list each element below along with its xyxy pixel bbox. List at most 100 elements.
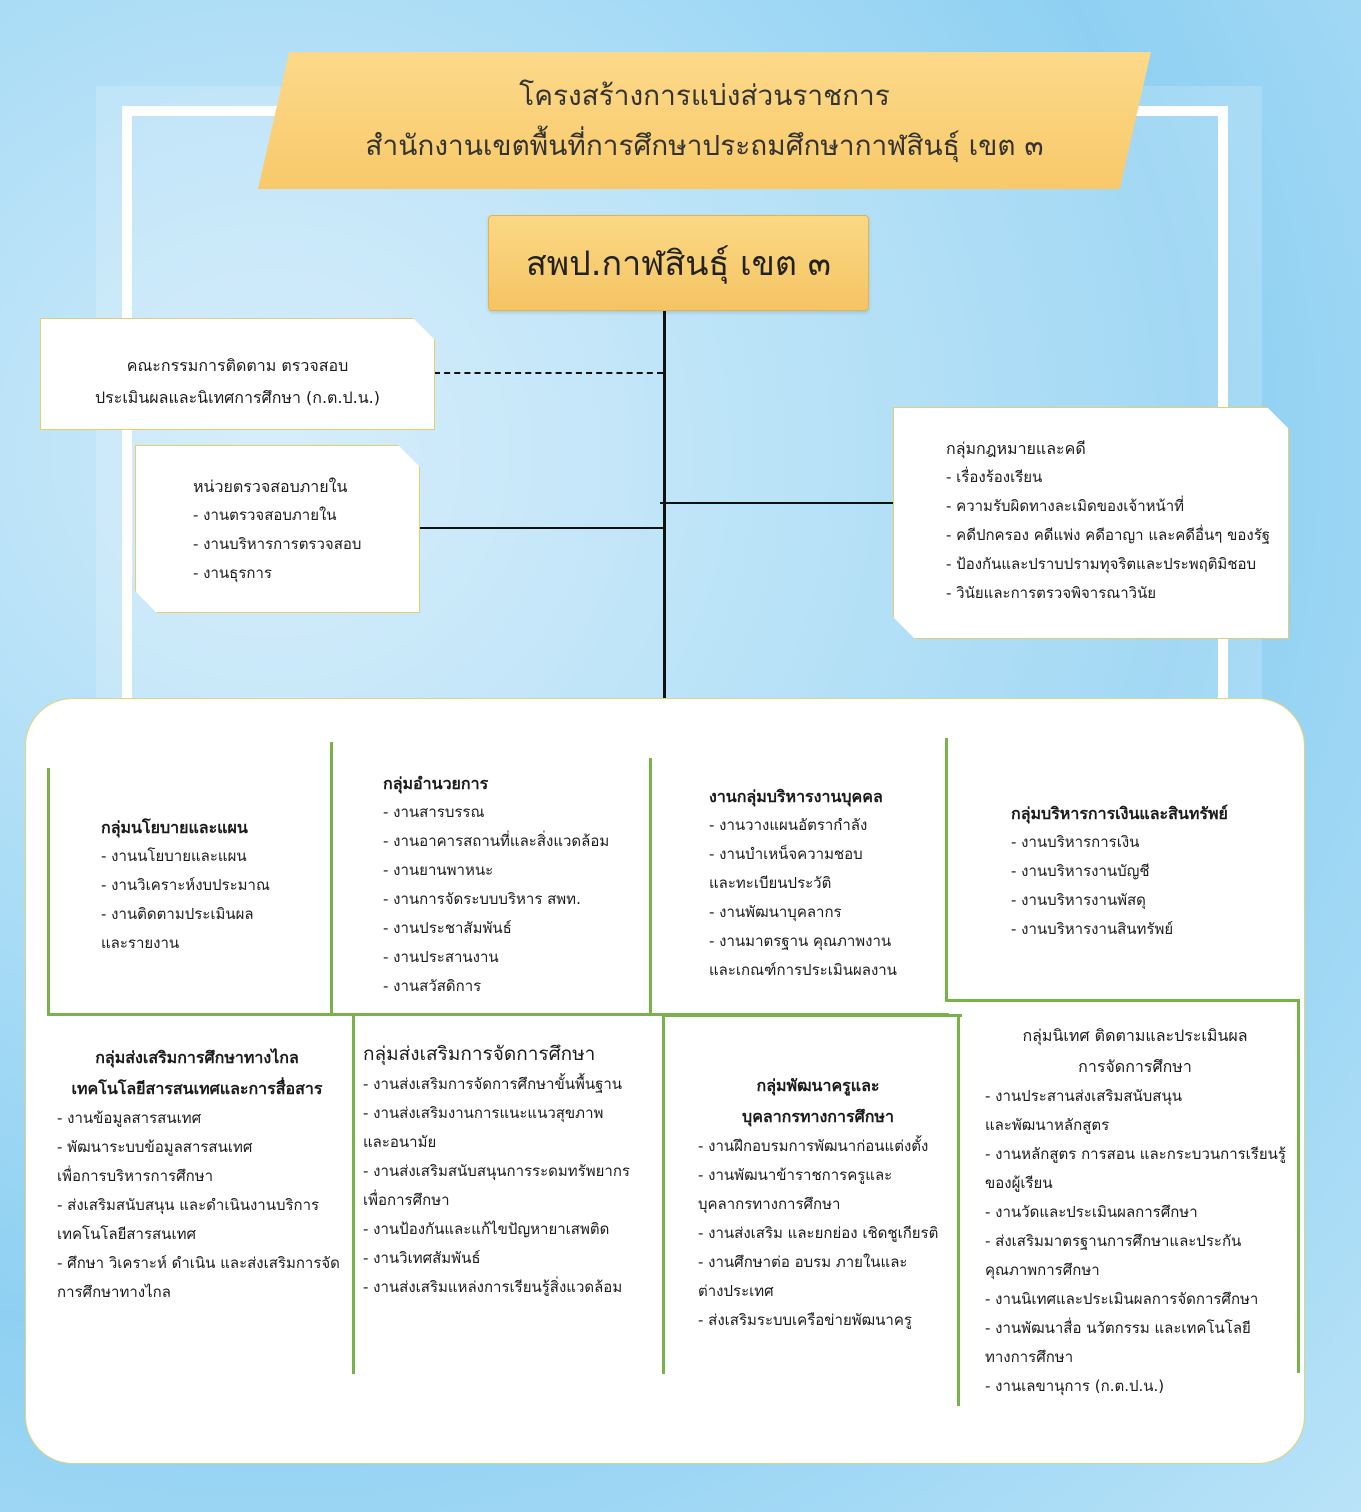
group-item: - งานวิเทศสัมพันธ์ bbox=[363, 1249, 481, 1267]
audit-connector bbox=[419, 527, 664, 529]
legal-affairs-box: กลุ่มกฎหมายและคดี - เรื่องร้องเรียน - คว… bbox=[893, 407, 1289, 639]
title-line-2: สำนักงานเขตพื้นที่การศึกษาประถมศึกษากาฬส… bbox=[365, 128, 1044, 162]
group-item: เพื่อการศึกษา bbox=[363, 1191, 450, 1209]
group-title: กลุ่มพัฒนาครูและ bbox=[756, 1076, 880, 1095]
group-item: ทางการศึกษา bbox=[985, 1348, 1074, 1366]
group-item: - งานวางแผนอัตรากำลัง bbox=[709, 816, 868, 834]
group-teacher-development: กลุ่มพัฒนาครูและ บุคลากรทางการศึกษา - งา… bbox=[698, 1070, 938, 1335]
group-item: - งานเลขานุการ (ก.ต.ป.น.) bbox=[985, 1377, 1165, 1395]
group-title: กลุ่มบริหารการเงินและสินทรัพย์ bbox=[1011, 804, 1228, 823]
group-title: กลุ่มนโยบายและแผน bbox=[101, 818, 248, 837]
legal-affairs-item: - วินัยและการตรวจพิจารณาวินัย bbox=[946, 584, 1157, 602]
group-title: งานกลุ่มบริหารงานบุคคล bbox=[709, 787, 883, 806]
group-item: - งานบริหารงานบัญชี bbox=[1011, 862, 1150, 880]
divider bbox=[330, 1013, 650, 1016]
divider bbox=[662, 1014, 962, 1017]
group-item: - งานส่งเสริม และยกย่อง เชิดชูเกียรติ bbox=[698, 1224, 939, 1242]
group-item: - งานนิเทศและประเมินผลการจัดการศึกษา bbox=[985, 1290, 1259, 1308]
divider bbox=[649, 758, 652, 1016]
internal-audit-title: หน่วยตรวจสอบภายใน bbox=[193, 477, 348, 496]
group-item: - งานป้องกันและแก้ไขปัญหายาเสพติด bbox=[363, 1220, 610, 1238]
divider bbox=[662, 1016, 665, 1374]
divider bbox=[330, 742, 333, 1016]
legal-affairs-item: - เรื่องร้องเรียน bbox=[946, 468, 1043, 486]
title-line-1: โครงสร้างการแบ่งส่วนราชการ bbox=[519, 78, 890, 112]
group-policy-plan: กลุ่มนโยบายและแผน - งานนโยบายและแผน - งา… bbox=[101, 813, 270, 958]
group-item: - งานวิเคราะห์งบประมาณ bbox=[101, 876, 270, 894]
committee-box: คณะกรรมการติดตาม ตรวจสอบ ประเมินผลและนิเ… bbox=[40, 318, 435, 430]
legal-affairs-title: กลุ่มกฎหมายและคดี bbox=[946, 439, 1086, 458]
group-item: - งานหลักสูตร การสอน และกระบวนการเรียนรู… bbox=[985, 1145, 1286, 1163]
group-item: - งานส่งเสริมแหล่งการเรียนรู้สิ่งแวดล้อม bbox=[363, 1278, 623, 1296]
divider bbox=[47, 768, 50, 1016]
group-item: - ส่งเสริมระบบเครือข่ายพัฒนาครู bbox=[698, 1311, 912, 1329]
divider bbox=[957, 1014, 960, 1406]
groups-panel bbox=[25, 698, 1305, 1464]
group-item: - งานส่งเสริมสนับสนุนการระดมทรัพยากร bbox=[363, 1162, 630, 1180]
group-distance-learning-ict: กลุ่มส่งเสริมการศึกษาทางไกล เทคโนโลยีสาร… bbox=[57, 1042, 340, 1307]
divider bbox=[352, 1016, 355, 1374]
group-title: กลุ่มส่งเสริมการศึกษาทางไกล bbox=[95, 1048, 299, 1067]
group-item: ต่างประเทศ bbox=[698, 1282, 774, 1300]
group-item: เพื่อการบริหารการศึกษา bbox=[57, 1167, 214, 1185]
group-item: - งานประชาสัมพันธ์ bbox=[383, 919, 512, 937]
divider bbox=[47, 1013, 333, 1016]
group-item: และอนามัย bbox=[363, 1133, 437, 1151]
group-item: - งานมาตรฐาน คุณภาพงาน bbox=[709, 932, 892, 950]
group-item: - งานอาคารสถานที่และสิ่งแวดล้อม bbox=[383, 832, 610, 850]
group-item: - ส่งเสริมสนับสนุน และดำเนินงานบริการ bbox=[57, 1196, 320, 1214]
main-trunk-line bbox=[663, 311, 666, 701]
group-item: เทคโนโลยีสารสนเทศ bbox=[57, 1225, 196, 1243]
group-item: - งานส่งเสริมงานการแนะแนวสุขภาพ bbox=[363, 1104, 604, 1122]
group-item: - งานสารบรรณ bbox=[383, 803, 485, 821]
group-administration: กลุ่มอำนวยการ - งานสารบรรณ - งานอาคารสถา… bbox=[383, 769, 609, 1001]
group-item: - งานนโยบายและแผน bbox=[101, 847, 247, 865]
group-finance-assets: กลุ่มบริหารการเงินและสินทรัพย์ - งานบริห… bbox=[1011, 799, 1228, 944]
title-banner: โครงสร้างการแบ่งส่วนราชการ สำนักงานเขตพื… bbox=[258, 52, 1151, 189]
group-item: - งานฝึกอบรมการพัฒนาก่อนแต่งตั้ง bbox=[698, 1137, 929, 1155]
legal-affairs-item: - คดีปกครอง คดีแพ่ง คดีอาญา และคดีอื่นๆ … bbox=[946, 526, 1271, 544]
group-title: เทคโนโลยีสารสนเทศและการสื่อสาร bbox=[71, 1079, 323, 1098]
group-item: และทะเบียนประวัติ bbox=[709, 874, 832, 892]
internal-audit-item: - งานธุรการ bbox=[193, 564, 272, 582]
group-title: การจัดการศึกษา bbox=[1078, 1057, 1192, 1076]
group-item: - งานยานพาหนะ bbox=[383, 861, 494, 879]
group-personnel: งานกลุ่มบริหารงานบุคคล - งานวางแผนอัตราก… bbox=[709, 782, 897, 985]
group-item: - งานบริหารงานพัสดุ bbox=[1011, 891, 1146, 909]
group-title: บุคลากรทางการศึกษา bbox=[742, 1107, 894, 1126]
legal-affairs-item: - ป้องกันและปราบปรามทุจริตและประพฤติมิชอ… bbox=[946, 555, 1257, 573]
group-item: - งานสวัสดิการ bbox=[383, 977, 482, 995]
group-item: - งานบำเหน็จความชอบ bbox=[709, 845, 863, 863]
internal-audit-item: - งานบริหารการตรวจสอบ bbox=[193, 535, 362, 553]
divider bbox=[945, 738, 948, 1002]
group-item: - งานพัฒนาบุคลากร bbox=[709, 903, 842, 921]
group-title: กลุ่มอำนวยการ bbox=[383, 774, 489, 793]
group-supervision-evaluation: กลุ่มนิเทศ ติดตามและประเมินผล การจัดการศ… bbox=[985, 1020, 1286, 1401]
group-item: - งานบริหารการเงิน bbox=[1011, 833, 1140, 851]
group-item: คุณภาพการศึกษา bbox=[985, 1261, 1100, 1279]
group-item: - ศึกษา วิเคราะห์ ดำเนิน และส่งเสริมการจ… bbox=[57, 1254, 340, 1272]
legal-affairs-item: - ความรับผิดทางละเมิดของเจ้าหน้าที่ bbox=[946, 497, 1185, 515]
group-item: - งานประสานงาน bbox=[383, 948, 499, 966]
group-item: - งานประสานส่งเสริมสนับสนุน bbox=[985, 1087, 1182, 1105]
legal-connector bbox=[660, 502, 897, 504]
group-item: - งานศึกษาต่อ อบรม ภายในและ bbox=[698, 1253, 908, 1271]
group-item: ของผู้เรียน bbox=[985, 1174, 1053, 1192]
group-item: - พัฒนาระบบข้อมูลสารสนเทศ bbox=[57, 1138, 253, 1156]
divider bbox=[945, 999, 1300, 1002]
divider bbox=[1297, 999, 1300, 1373]
group-item: - งานข้อมูลสารสนเทศ bbox=[57, 1109, 202, 1127]
group-item: และพัฒนาหลักสูตร bbox=[985, 1116, 1110, 1134]
group-item: - ส่งเสริมมาตรฐานการศึกษาและประกัน bbox=[985, 1232, 1242, 1250]
committee-line-2: ประเมินผลและนิเทศการศึกษา (ก.ต.ป.น.) bbox=[94, 388, 381, 407]
group-item: - งานส่งเสริมการจัดการศึกษาขั้นพื้นฐาน bbox=[363, 1075, 623, 1093]
group-item: - งานพัฒนาสื่อ นวัตกรรม และเทคโนโลยี bbox=[985, 1319, 1251, 1337]
group-item: - งานพัฒนาข้าราชการครูและ bbox=[698, 1166, 893, 1184]
group-item: และเกณฑ์การประเมินผลงาน bbox=[709, 961, 897, 979]
committee-line-1: คณะกรรมการติดตาม ตรวจสอบ bbox=[126, 356, 349, 375]
group-title: กลุ่มนิเทศ ติดตามและประเมินผล bbox=[1022, 1026, 1248, 1045]
group-item: - งานบริหารงานสินทรัพย์ bbox=[1011, 920, 1174, 938]
group-item: การศึกษาทางไกล bbox=[57, 1283, 171, 1301]
group-title: กลุ่มส่งเสริมการจัดการศึกษา bbox=[363, 1043, 596, 1065]
group-item: - งานติดตามประเมินผล bbox=[101, 905, 254, 923]
